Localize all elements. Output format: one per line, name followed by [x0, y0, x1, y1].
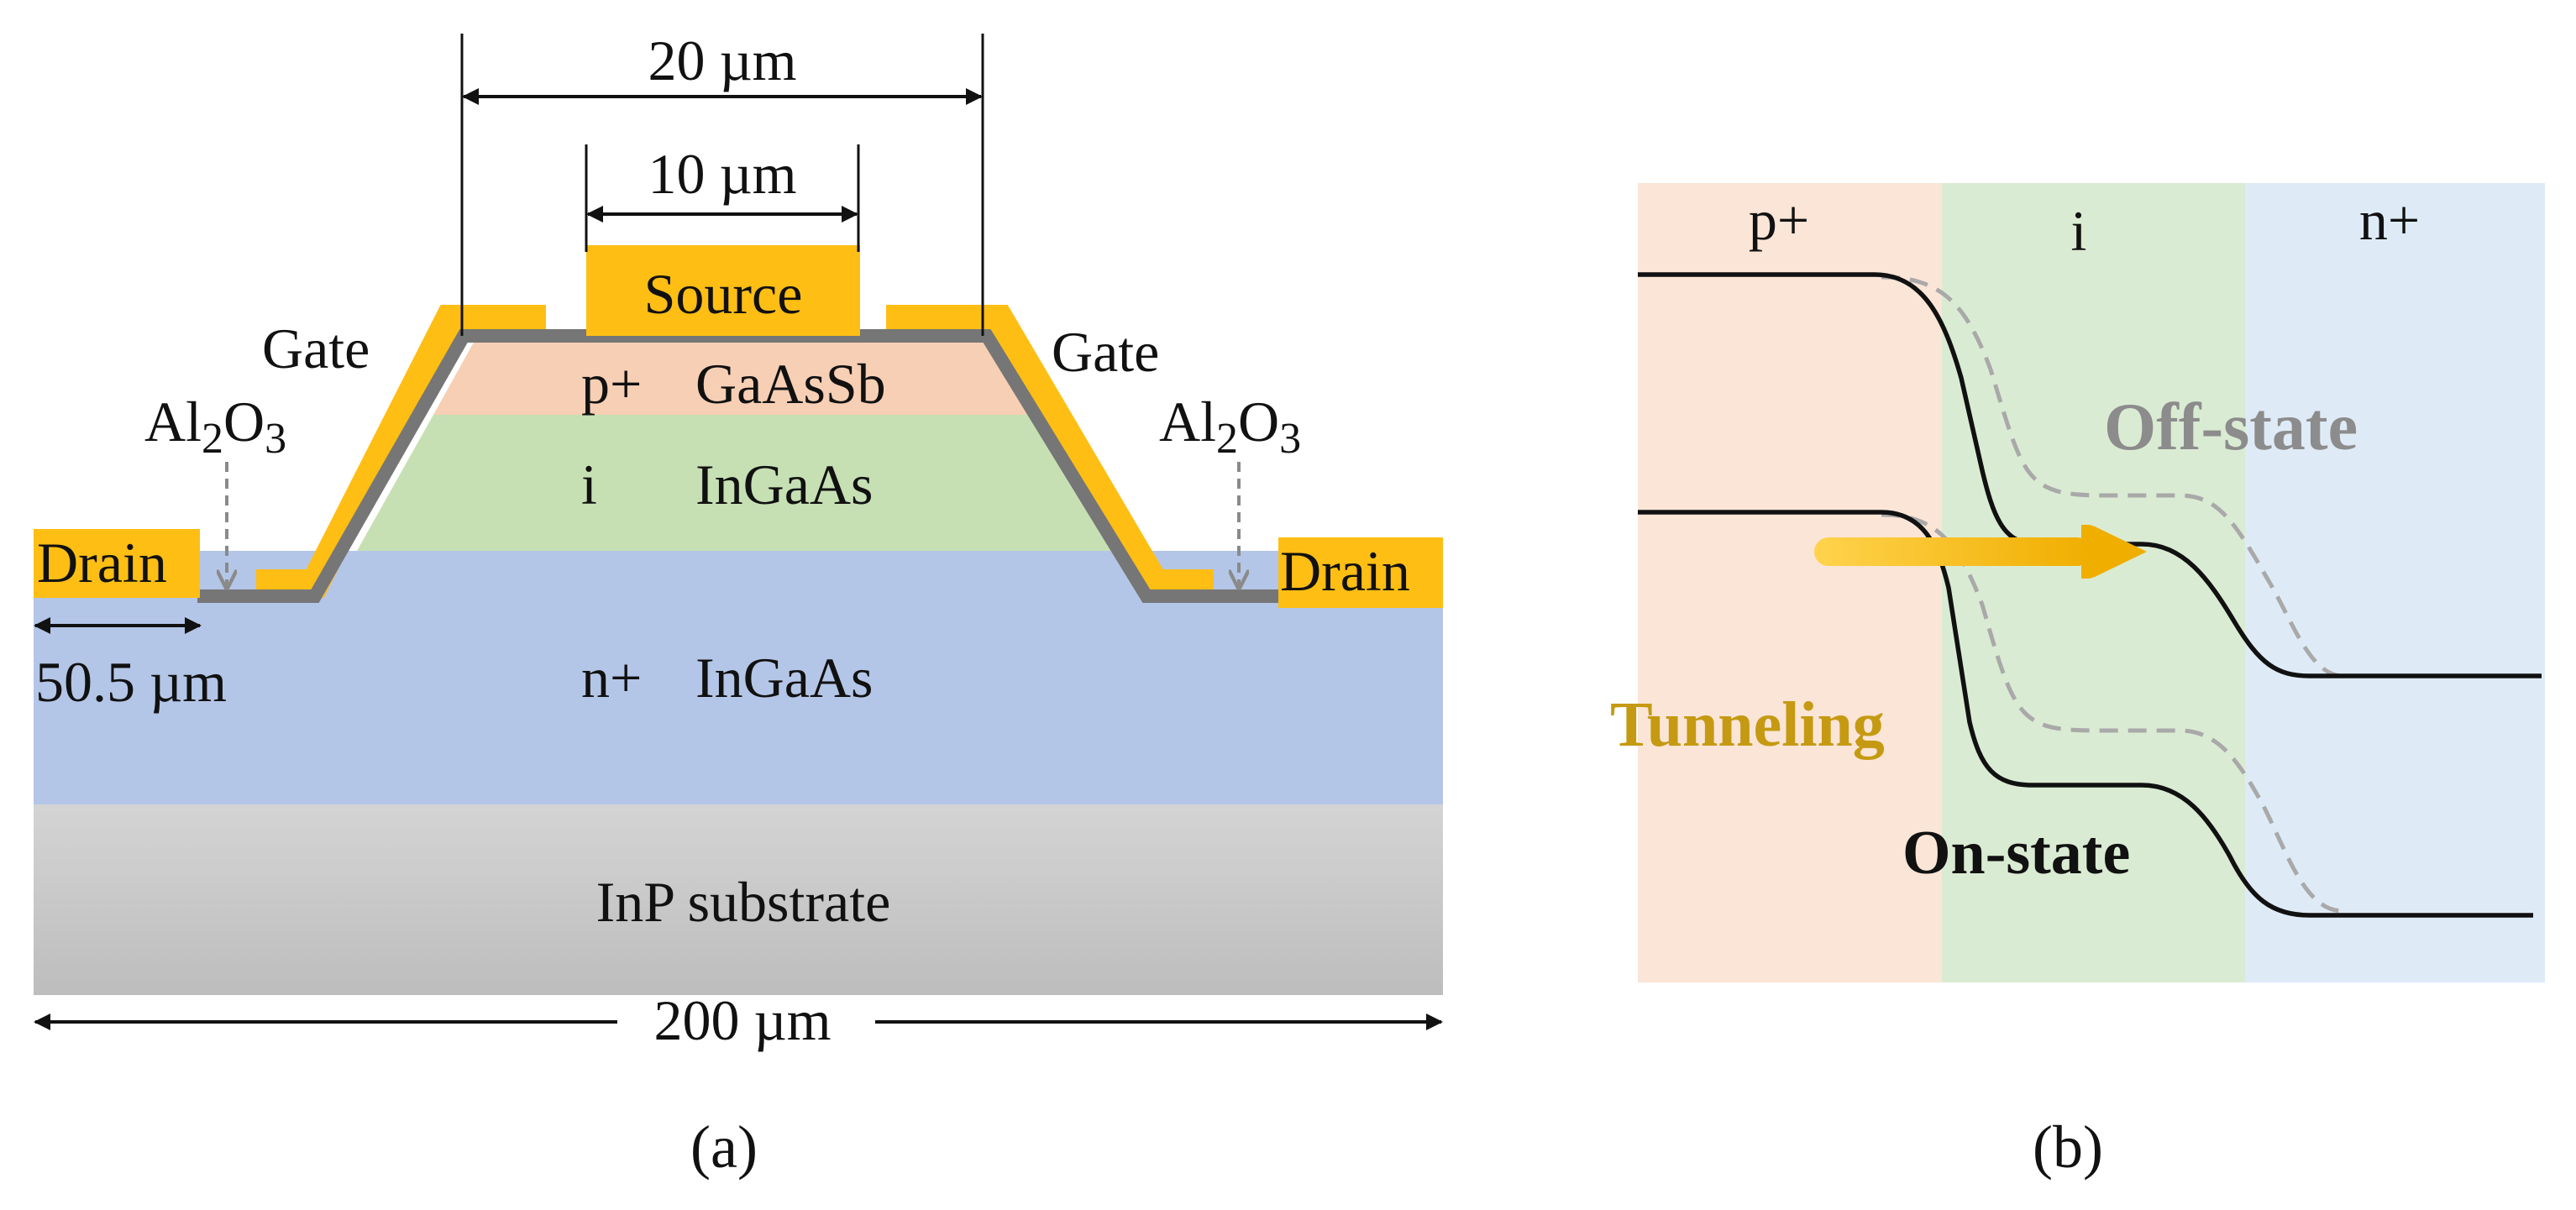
caption-b: (b)	[2033, 1113, 2103, 1181]
region-label-p: p+	[1749, 188, 1809, 252]
al2o3-label-right: Al2O3	[1159, 390, 1301, 463]
dim-200um-label: 200 µm	[653, 988, 831, 1052]
caption-a: (a)	[690, 1113, 758, 1181]
tunneling-label: Tunneling	[1610, 689, 1885, 760]
tunneling-arrow	[1814, 525, 2147, 579]
layer-material-ingaas-i: InGaAs	[695, 453, 874, 516]
layer-material-ingaas-n: InGaAs	[695, 646, 874, 710]
drain-label-right: Drain	[1280, 539, 1410, 603]
dim-20um-label: 20 µm	[648, 29, 796, 92]
off-state-label: Off-state	[2104, 390, 2358, 464]
region-label-n: n+	[2359, 188, 2420, 252]
dim-10um-label: 10 µm	[648, 142, 796, 206]
gate-metal-right	[886, 305, 1214, 598]
drain-label-left: Drain	[37, 531, 167, 595]
source-contact	[586, 245, 860, 336]
region-label-i: i	[2071, 199, 2087, 263]
gate-metal	[256, 305, 546, 598]
drain-contact-left	[34, 529, 200, 598]
region-i	[1942, 183, 2245, 982]
layer-doping-p: p+	[581, 352, 642, 416]
region-n-plus	[2245, 183, 2545, 982]
layer-material-gaassb: GaAsSb	[695, 352, 886, 416]
panel-b-band-diagram: p+ i n+ Off-state Tunneling On-state (b)	[1610, 183, 2545, 1181]
off-state-conduction-band	[1881, 275, 2344, 678]
region-p-plus	[1638, 183, 1942, 982]
substrate-label: InP substrate	[596, 870, 891, 934]
gate-label-left: Gate	[262, 317, 370, 380]
p-plus-gaassb-layer	[433, 333, 1045, 415]
panel-a-device-cross-section: 20 µm 10 µm Source Gate Gate Al2O3 Al2O3…	[34, 29, 1443, 1181]
gate-label-right: Gate	[1052, 320, 1159, 384]
source-label: Source	[644, 262, 803, 326]
inp-substrate	[34, 804, 1443, 995]
on-state-label: On-state	[1902, 819, 2130, 888]
dim-50um-label: 50.5 µm	[35, 650, 227, 714]
drain-contact-right	[1278, 537, 1443, 608]
al2o3-label-left: Al2O3	[144, 390, 286, 463]
i-ingaas-layer	[357, 415, 1121, 551]
layer-doping-i: i	[581, 453, 597, 516]
layer-doping-n: n+	[581, 646, 642, 710]
